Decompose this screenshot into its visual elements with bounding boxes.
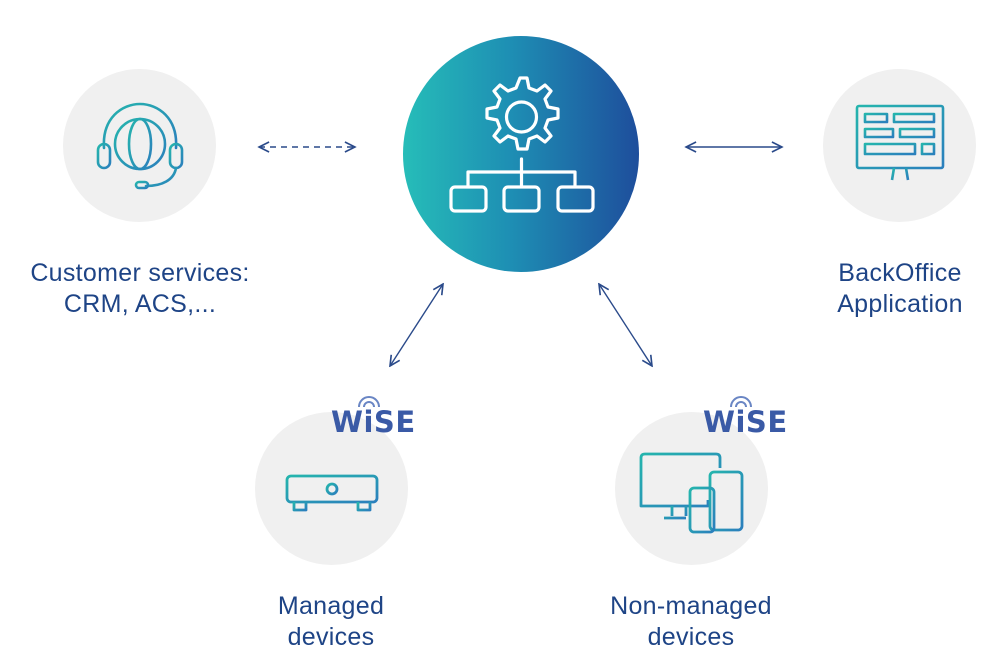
gear-network-icon: [449, 76, 595, 213]
managed-devices-label-line2: devices: [287, 623, 375, 651]
signal-icon: [730, 396, 752, 408]
non-managed-devices-label-line1: Non-managed: [610, 592, 772, 620]
backoffice-label-line2: Application: [837, 290, 963, 318]
backoffice-node: [823, 69, 976, 222]
arrow-hub-nonmanaged: [599, 284, 652, 366]
wise-badge-managed: WiSE: [331, 396, 416, 439]
signal-icon: [358, 396, 380, 408]
backoffice-label: BackOffice Application: [800, 258, 993, 320]
central-hub: [403, 36, 639, 272]
customer-services-label-line1: Customer services:: [30, 259, 250, 287]
wise-badge-non-managed: WiSE: [703, 396, 788, 439]
managed-devices-node: [255, 412, 408, 565]
customer-services-label-line2: CRM, ACS,...: [63, 290, 217, 318]
arrow-hub-managed: [390, 284, 443, 366]
set-top-box-icon: [285, 474, 379, 512]
non-managed-devices-label: Non-managed devices: [571, 591, 811, 653]
backoffice-label-line1: BackOffice: [838, 259, 962, 287]
monitor-icon: [855, 104, 945, 184]
non-managed-devices-label-line2: devices: [647, 623, 735, 651]
managed-devices-label: Managed devices: [231, 591, 431, 653]
headset-globe-icon: [96, 102, 184, 190]
devices-icon: [639, 452, 744, 534]
managed-devices-label-line1: Managed: [277, 592, 385, 620]
customer-services-label: Customer services: CRM, ACS,...: [0, 258, 280, 320]
